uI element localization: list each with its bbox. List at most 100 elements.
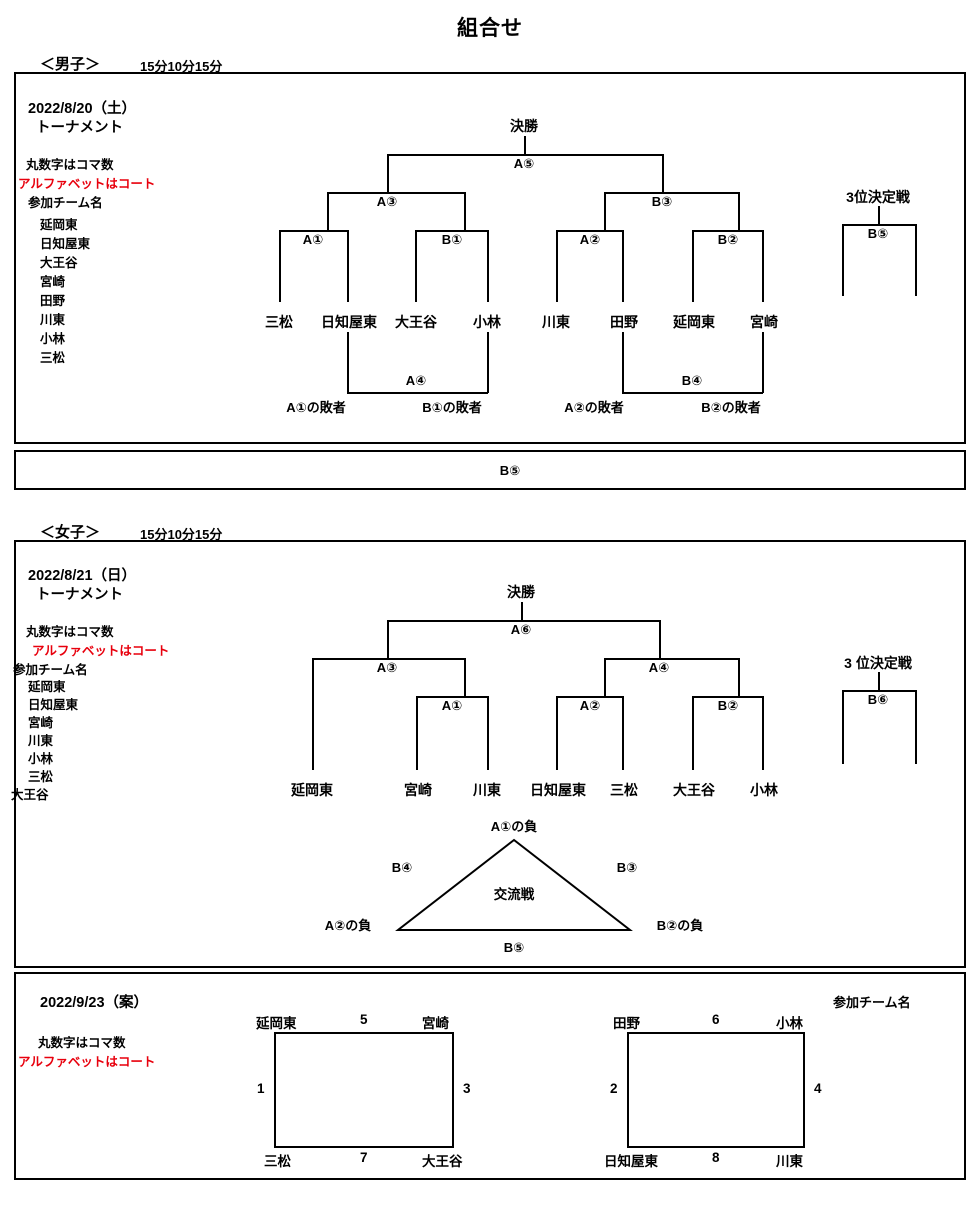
friendly-left-top-right-team: 宮崎 (422, 1016, 449, 1031)
womens-bracket-panel: 2022/8/21（日） トーナメント 丸数字はコマ数 アルファベットはコート … (11, 540, 966, 968)
mens-leaf-leg (762, 230, 764, 302)
exchange-right-side-slot: B③ (616, 860, 638, 875)
womens-third-place-rail (842, 690, 915, 692)
mens-quarter-rail (692, 230, 763, 232)
friendly-panel: 2022/9/23（案） 丸数字はコマ数 アルファベットはコート 参加チーム名 … (14, 972, 966, 1180)
mens-third-place-leg (915, 224, 917, 296)
womens-quarter-slot: A① (441, 698, 463, 713)
friendly-left-right-edge-number: 3 (463, 1081, 471, 1096)
womens-note-koma: 丸数字はコマ数 (26, 625, 114, 639)
womens-leaf-label: 川東 (473, 782, 501, 798)
exchange-left-corner-label: A②の負 (324, 918, 372, 933)
mens-team-item: 田野 (40, 294, 66, 308)
womens-leaf-leg (487, 696, 489, 770)
mens-consolation-left-slot: A④ (405, 373, 427, 388)
friendly-note-koma: 丸数字はコマ数 (38, 1036, 126, 1050)
mens-leaf-leg (692, 230, 694, 302)
mens-third-place-rail (842, 224, 915, 226)
womens-semi-left-rail (312, 658, 465, 660)
mens-consolation-leg (622, 332, 624, 393)
womens-quarter-rail (556, 696, 623, 698)
mens-quarter-slot: A② (579, 232, 601, 247)
mens-team-item: 日知屋東 (40, 237, 91, 251)
friendly-right-bottom-edge-number: 8 (712, 1150, 720, 1165)
womens-q2-stem (604, 658, 606, 696)
mens-consolation-label: A①の敗者 (286, 400, 346, 415)
womens-leaf-label: 三松 (610, 782, 638, 798)
friendly-square-left (274, 1032, 454, 1148)
mens-quarter-slot: A① (302, 232, 324, 247)
mens-bracket-panel: 2022/8/20（土） トーナメント 丸数字はコマ数 アルファベットはコート … (14, 72, 966, 444)
womens-team-item: 宮崎 (28, 716, 54, 730)
mens-third-place-label: 3位決定戦 (846, 189, 910, 205)
mens-consolation-leg (762, 332, 764, 393)
womens-third-place-stem (878, 672, 880, 690)
womens-third-place-leg (842, 690, 844, 764)
mens-note-koma: 丸数字はコマ数 (26, 158, 114, 172)
womens-q3-stem (738, 658, 740, 696)
mens-semi-left-stem (387, 154, 389, 192)
womens-date: 2022/8/21（日） (28, 568, 137, 584)
womens-third-place-leg (915, 690, 917, 764)
mens-leaf-leg (279, 230, 281, 302)
mens-quarter-slot: B① (441, 232, 463, 247)
womens-section-header: ＜女子＞ (40, 524, 101, 541)
mens-leaf-leg (556, 230, 558, 302)
womens-final-stem (521, 602, 523, 620)
womens-third-place-label: 3 位決定戦 (844, 655, 912, 671)
mens-semi-right-rail (604, 192, 739, 194)
mens-quarter-rail (415, 230, 488, 232)
womens-quarter-slot: B② (717, 698, 739, 713)
mens-consolation-right-slot: B④ (681, 373, 703, 388)
mens-semi-right-slot: B③ (651, 194, 673, 209)
womens-leaf-label: 延岡東 (291, 782, 333, 798)
mens-quarter-rail (556, 230, 623, 232)
friendly-right-bottom-right-team: 川東 (776, 1154, 803, 1169)
mens-leaf-label: 延岡東 (673, 314, 715, 330)
friendly-right-left-edge-number: 2 (610, 1081, 618, 1096)
friendly-note-court: アルファベットはコート (18, 1055, 156, 1069)
womens-semi-right-slot: A④ (648, 660, 670, 675)
mens-consolation-leg (487, 332, 489, 393)
womens-quarter-rail (416, 696, 488, 698)
womens-leaf-label: 日知屋東 (530, 782, 586, 798)
friendly-date: 2022/9/23（案） (40, 995, 149, 1011)
mens-third-place-leg (842, 224, 844, 296)
mens-footer-slot: B⑤ (499, 463, 521, 478)
womens-time-note: 15分10分15分 (140, 527, 223, 542)
exchange-base-slot: B⑤ (503, 940, 525, 955)
friendly-right-top-edge-number: 6 (712, 1012, 720, 1027)
friendly-left-top-edge-number: 5 (360, 1012, 368, 1027)
womens-format: トーナメント (36, 587, 123, 603)
womens-semi-left-stem (387, 620, 389, 658)
womens-leaf-leg (622, 696, 624, 770)
mens-leaf-leg (487, 230, 489, 302)
mens-leaf-label: 大王谷 (395, 314, 437, 330)
mens-leaf-label: 日知屋東 (321, 314, 377, 330)
mens-leaf-label: 川東 (542, 314, 570, 330)
womens-team-item: 川東 (28, 734, 54, 748)
mens-leaf-leg (347, 230, 349, 302)
exchange-left-side-slot: B④ (391, 860, 413, 875)
friendly-left-top-left-team: 延岡東 (256, 1016, 297, 1031)
mens-team-item: 大王谷 (40, 256, 78, 270)
mens-team-item: 川東 (40, 313, 66, 327)
friendly-right-top-right-team: 小林 (776, 1016, 803, 1031)
womens-team-item: 延岡東 (28, 680, 66, 694)
exchange-triangle-shape (395, 838, 633, 931)
womens-bye-leg (312, 658, 314, 770)
exchange-right-corner-label: B②の負 (656, 918, 704, 933)
womens-leaf-label: 小林 (750, 782, 778, 798)
mens-quarter-slot: B② (717, 232, 739, 247)
womens-note-court: アルファベットはコート (32, 644, 170, 658)
womens-team-item: 小林 (28, 752, 54, 766)
mens-consolation-rail (622, 392, 763, 394)
friendly-left-bottom-right-team: 大王谷 (422, 1154, 463, 1169)
mens-team-item: 小林 (40, 332, 66, 346)
womens-leaf-label: 宮崎 (404, 782, 432, 798)
womens-team-item: 大王谷 (11, 788, 49, 802)
womens-final-slot: A⑥ (510, 622, 532, 637)
mens-leaf-leg (622, 230, 624, 302)
friendly-left-left-edge-number: 1 (257, 1081, 265, 1096)
